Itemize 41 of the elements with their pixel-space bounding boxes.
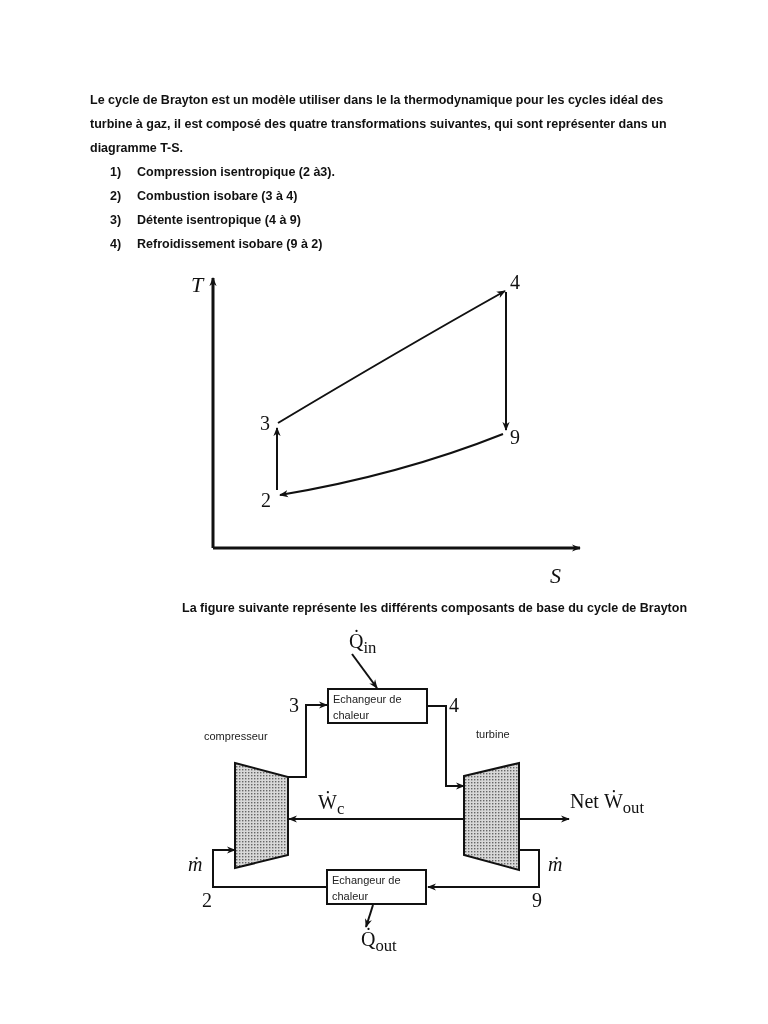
edge-label: 2: [202, 888, 212, 912]
heat-exchanger-box: Echangeur de chaleur: [327, 688, 428, 724]
heat-output-label: Q̇$_{out}$: [361, 926, 415, 952]
arrow: [365, 904, 374, 928]
axis-label: S: [550, 563, 561, 589]
arrow: [427, 705, 465, 790]
heat-input-label: Q̇$_{in}$: [349, 628, 393, 654]
arrow: [279, 433, 504, 498]
edge-label: 9: [532, 888, 542, 912]
arrow: [273, 427, 281, 491]
edge-label: 4: [449, 693, 459, 717]
state-point-label: 3: [252, 411, 278, 435]
arrow: [427, 849, 540, 891]
axis-label: T: [191, 272, 204, 298]
arrow: [212, 846, 327, 888]
state-point-label: 9: [503, 425, 527, 449]
state-point-label: 4: [503, 270, 527, 294]
arrow: [288, 815, 465, 823]
net-work-output-label: Net Ẇ$_{out}$: [570, 788, 662, 814]
compressor-label: compresseur: [204, 730, 268, 742]
list-item: Détente isentropique (4 à 9): [137, 212, 301, 229]
list-number: 4): [110, 236, 122, 253]
list-number: 3): [110, 212, 122, 229]
arrow: [502, 291, 510, 431]
list-item: Compression isentropique (2 à3).: [137, 164, 335, 181]
figure-caption: La figure suivante représente les différents composants de base du cycle de Brayton: [182, 600, 688, 617]
state-point-label: 2: [254, 488, 278, 512]
turbine-label: turbine: [476, 728, 510, 740]
mass-flow-label: ṁ: [188, 852, 203, 876]
list-number: 2): [110, 188, 122, 205]
list-item: Refroidissement isobare (9 à 2): [137, 236, 323, 253]
arrow: [277, 290, 506, 424]
edge-label: 3: [289, 693, 299, 717]
list-item: Combustion isobare (3 à 4): [137, 188, 298, 205]
edge-label: Ẇ$_{c}$: [318, 790, 345, 820]
heat-exchanger-box: Echangeur de chaleur: [326, 869, 427, 905]
list-number: 1): [110, 164, 122, 181]
arrow: [287, 701, 328, 778]
intro-paragraph: Le cycle de Brayton est un modèle utiliser dans le la thermodynamique pour les cycles idéal des turbine à gaz, il est composé des quatre transformations suivantes, qui sont représenter dans un diagramme T-S.: [90, 92, 668, 157]
arrow: [351, 653, 378, 689]
mass-flow-label: ṁ: [548, 852, 563, 876]
